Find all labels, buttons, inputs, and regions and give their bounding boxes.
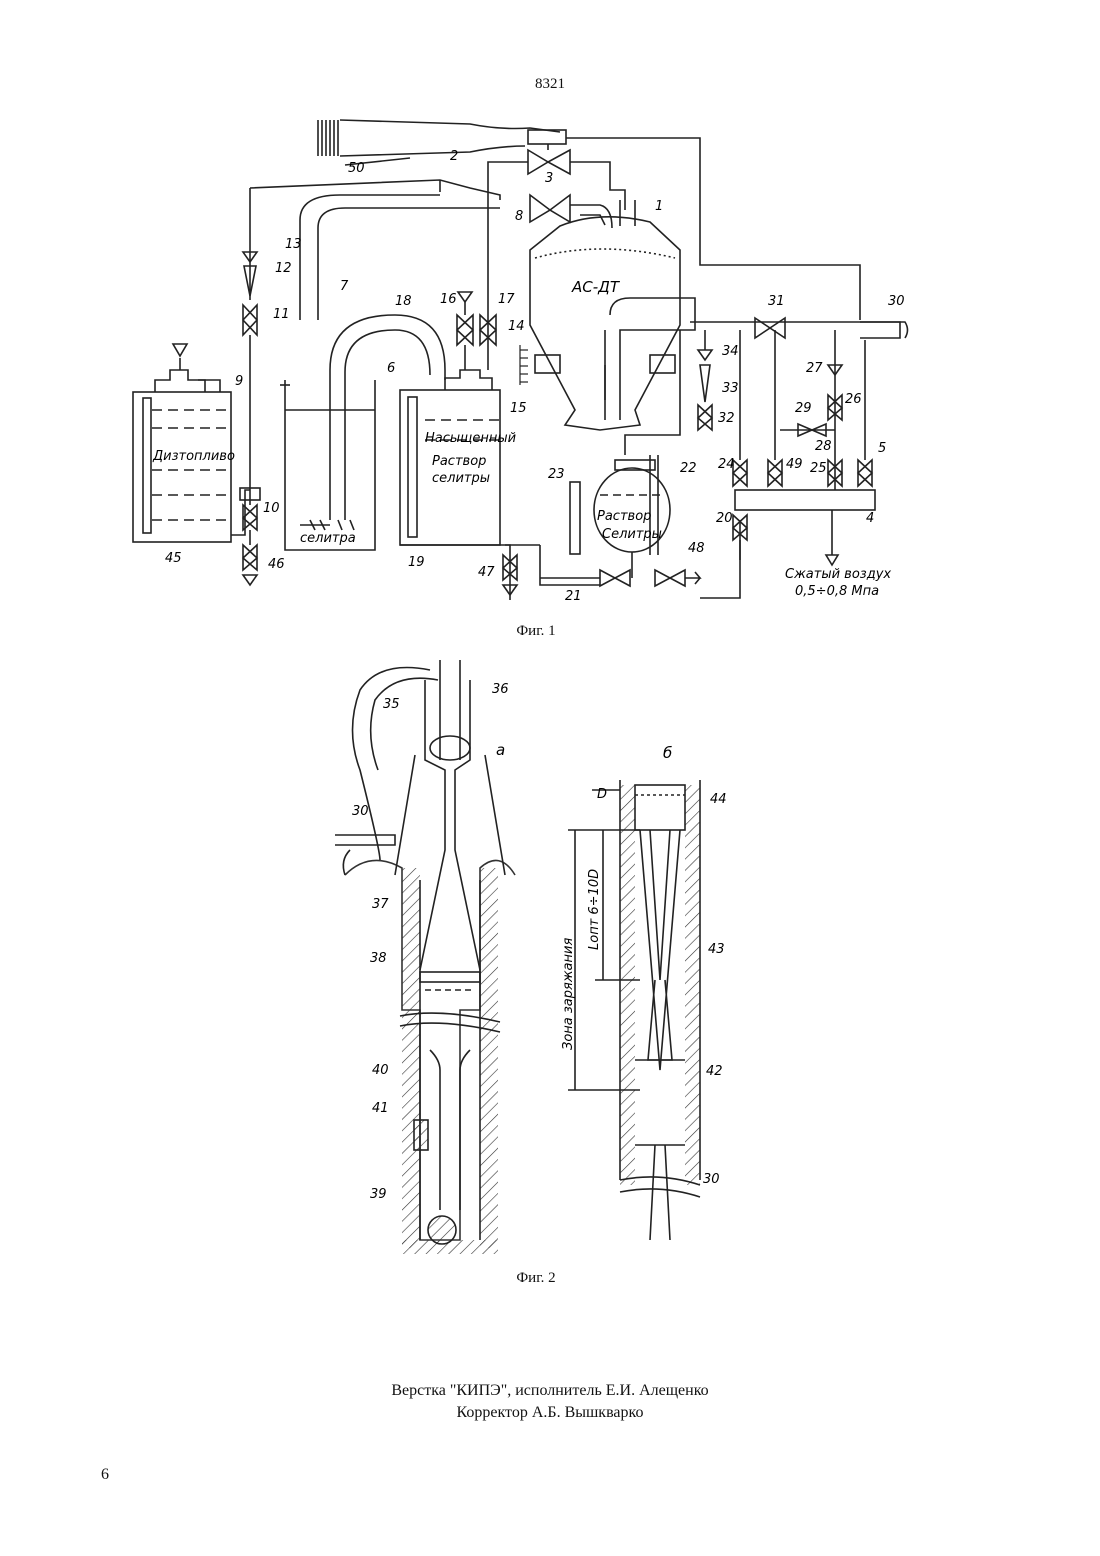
label-18: 18 xyxy=(395,294,412,309)
label-22: 22 xyxy=(680,461,697,476)
label-43: 43 xyxy=(708,942,725,957)
label-17: 17 xyxy=(498,292,515,307)
label-44: 44 xyxy=(710,792,727,807)
label-48: 48 xyxy=(688,541,705,556)
label-38: 38 xyxy=(370,951,387,966)
solution-text-1: Раствор xyxy=(432,454,486,469)
air-text-2: 0,5÷0,8 Мпа xyxy=(795,584,879,599)
tank2-text-1: Раствор xyxy=(597,509,651,524)
diesel-text: Дизтопливо xyxy=(152,449,235,464)
label-21: 21 xyxy=(565,589,582,604)
zone-text: Зона заряжания xyxy=(561,938,576,1050)
label-19: 19 xyxy=(408,555,425,570)
label-39: 39 xyxy=(370,1187,387,1202)
label-35: 35 xyxy=(383,697,400,712)
solution-text-2: селитры xyxy=(432,471,490,486)
air-text-1: Сжатый воздух xyxy=(785,567,891,582)
label-24: 24 xyxy=(718,457,735,472)
label-30b: 30 xyxy=(703,1172,720,1187)
page-number: 6 xyxy=(101,1466,109,1484)
label-25: 25 xyxy=(810,461,827,476)
label-4: 4 xyxy=(866,511,874,526)
hopper-text: AC-ДТ xyxy=(571,278,621,296)
figure-1-labels: 50 2 3 1 8 13 12 7 18 16 17 14 11 6 9 15… xyxy=(0,0,1100,640)
label-10: 10 xyxy=(263,501,280,516)
label-20: 20 xyxy=(716,511,733,526)
label-12: 12 xyxy=(275,261,292,276)
label-32: 32 xyxy=(718,411,735,426)
label-27: 27 xyxy=(806,361,823,376)
label-14: 14 xyxy=(508,319,525,334)
part-a-label: а xyxy=(496,741,505,759)
label-33: 33 xyxy=(722,381,739,396)
figure-1-caption: Фиг. 1 xyxy=(436,623,636,640)
label-34: 34 xyxy=(722,344,739,359)
label-16: 16 xyxy=(440,292,457,307)
saturated-text: Насыщенный xyxy=(425,431,516,446)
label-37: 37 xyxy=(372,897,389,912)
label-30: 30 xyxy=(888,294,905,309)
footer-corrector: Корректор А.Б. Вышкварко xyxy=(0,1402,1100,1424)
label-46: 46 xyxy=(268,557,285,572)
figure-2-labels: 35 36 30 37 38 40 41 39 D 44 43 42 30 а … xyxy=(0,650,1100,1270)
label-28: 28 xyxy=(815,439,832,454)
length-text: Lопт 6÷10D xyxy=(587,869,602,950)
label-41: 41 xyxy=(372,1101,389,1116)
label-26: 26 xyxy=(845,392,862,407)
label-30a: 30 xyxy=(352,804,369,819)
footer: Верстка "КИПЭ", исполнитель Е.И. Алещенк… xyxy=(0,1380,1100,1424)
label-8: 8 xyxy=(515,209,523,224)
label-11: 11 xyxy=(273,307,290,322)
label-50: 50 xyxy=(348,161,365,176)
figure-2-caption: Фиг. 2 xyxy=(436,1270,636,1287)
label-49: 49 xyxy=(786,457,803,472)
label-2: 2 xyxy=(450,149,458,164)
label-40: 40 xyxy=(372,1063,389,1078)
label-31: 31 xyxy=(768,294,785,309)
label-6: 6 xyxy=(387,361,395,376)
label-9: 9 xyxy=(235,374,243,389)
label-47: 47 xyxy=(478,565,495,580)
tank2-text-2: Селитры xyxy=(602,527,662,542)
footer-layout: Верстка "КИПЭ", исполнитель Е.И. Алещенк… xyxy=(0,1380,1100,1402)
label-3: 3 xyxy=(545,171,553,186)
label-45: 45 xyxy=(165,551,182,566)
part-b-label: б xyxy=(663,744,672,762)
saltpeter-text: селитра xyxy=(300,531,356,546)
label-5: 5 xyxy=(878,441,886,456)
label-23: 23 xyxy=(548,467,565,482)
label-15: 15 xyxy=(510,401,527,416)
label-29: 29 xyxy=(795,401,812,416)
label-42: 42 xyxy=(706,1064,723,1079)
label-36: 36 xyxy=(492,682,509,697)
label-13: 13 xyxy=(285,237,302,252)
label-D: D xyxy=(597,787,607,802)
label-7: 7 xyxy=(340,279,349,294)
label-1: 1 xyxy=(655,199,663,214)
